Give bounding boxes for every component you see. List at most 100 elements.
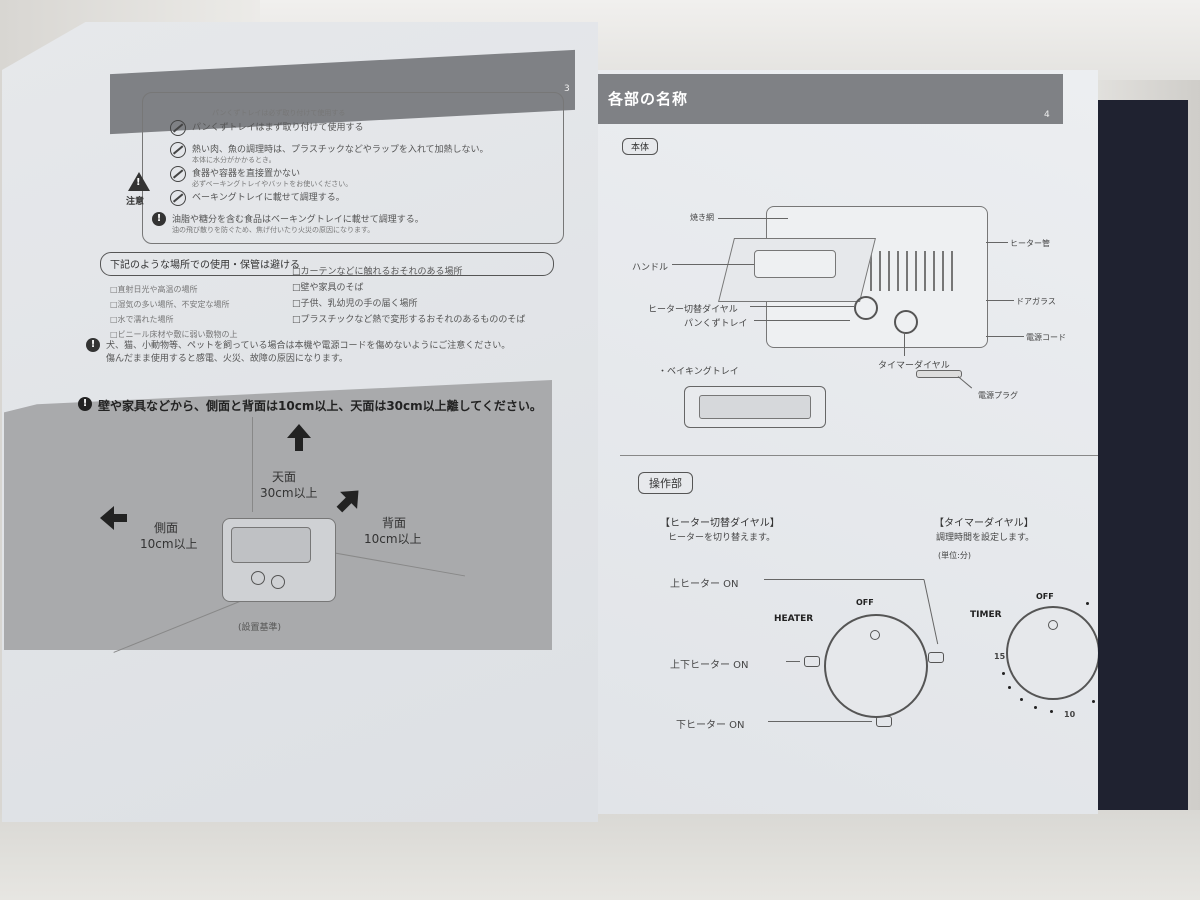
timer-tick bbox=[1008, 686, 1011, 689]
avoid-item: □湿気の多い場所、不安定な場所 bbox=[110, 300, 230, 309]
heater-section-desc: ヒーターを切り替えます。 bbox=[668, 533, 776, 543]
prohibition-icon bbox=[170, 120, 186, 136]
timer-mark-15: 15 bbox=[994, 652, 1006, 661]
part-label-plug: 電源プラグ bbox=[978, 391, 1018, 400]
avoid-item: □水で濡れた場所 bbox=[110, 315, 174, 324]
heater-knob-icon bbox=[854, 296, 878, 320]
exclamation-icon: ! bbox=[86, 338, 100, 352]
heater-dial-label: HEATER bbox=[774, 614, 814, 624]
prohibition-icon bbox=[170, 142, 186, 158]
exclamation-icon: ! bbox=[152, 212, 166, 226]
background-foam-bottom bbox=[0, 810, 1200, 900]
part-label-grill: 焼き網 bbox=[690, 213, 714, 222]
heater-bottom-on: 下ヒーター ON bbox=[676, 720, 745, 731]
part-label-handle: ハンドル bbox=[632, 263, 669, 273]
baking-tray-illustration bbox=[684, 386, 826, 428]
pet-note-text: 犬、猫、小動物等、ペットを飼っている場合は本機や電源コードを傷めないようにご注意… bbox=[106, 341, 511, 351]
heater-dial-indicator bbox=[870, 630, 880, 640]
caution-label: 注意 bbox=[126, 197, 145, 207]
timer-tick bbox=[1020, 698, 1023, 701]
warnings-box bbox=[142, 92, 564, 244]
timer-dial-off: OFF bbox=[1036, 592, 1054, 601]
page-title: 各部の名称 bbox=[608, 90, 689, 108]
leader-line bbox=[986, 242, 1008, 243]
section-divider bbox=[620, 455, 1098, 456]
pet-note: ! 犬、猫、小動物等、ペットを飼っている場合は本機や電源コードを傷めないようにご… bbox=[86, 338, 510, 364]
back-value: 10cm以上 bbox=[364, 532, 422, 546]
timer-dial[interactable] bbox=[1006, 606, 1098, 700]
leader-line bbox=[718, 218, 788, 219]
leader-line bbox=[764, 579, 924, 580]
warning-text: 食器や容器を直接置かない bbox=[192, 169, 301, 179]
right-page-header-bar: 各部の名称 4 bbox=[598, 74, 1063, 124]
leader-line bbox=[986, 336, 1024, 337]
warning-item-2: 熱い肉、魚の調理時は、プラスチックなどやラップを入れて加熱しない。 本体に水分が… bbox=[170, 142, 489, 165]
heater-section-title: 【ヒーター切替ダイヤル】 bbox=[660, 518, 780, 529]
top-value: 30cm以上 bbox=[260, 486, 318, 500]
manual-right-page: 各部の名称 4 本体 焼き網 ヒーター管 ハンドル ドアガラス ヒーター切替ダイ… bbox=[598, 70, 1098, 814]
clearance-title-row: ! 壁や家具などから、側面と背面は10cm以上、天面は30cm以上離してください… bbox=[78, 397, 542, 414]
oven-handle bbox=[754, 250, 836, 278]
avoid-list-left: □直射日光や高温の場所 □湿気の多い場所、不安定な場所 □水で濡れた場所 □ビニ… bbox=[110, 282, 238, 342]
heater-dial[interactable] bbox=[824, 614, 928, 718]
right-page-number: 4 bbox=[1044, 110, 1050, 120]
timer-unit: (単位:分) bbox=[938, 551, 971, 560]
timer-knob-icon bbox=[894, 310, 918, 334]
arrow-up-icon bbox=[287, 424, 311, 438]
avoid-item: □壁や家具のそば bbox=[292, 283, 364, 293]
warning-subtext: 本体に水分がかかるとき。 bbox=[192, 156, 276, 164]
avoid-list-right: □カーテンなどに触れるおそれのある場所 □壁や家具のそば □子供、乳幼児の手の届… bbox=[292, 264, 525, 328]
leader-line bbox=[786, 661, 800, 662]
heater-top-on: 上ヒーター ON bbox=[670, 579, 739, 590]
caution-mark: ! bbox=[136, 177, 141, 188]
pet-note-text: 傷んだまま使用すると感電、火災、故障の原因になります。 bbox=[106, 354, 348, 364]
timer-section-title: 【タイマーダイヤル】 bbox=[934, 518, 1034, 529]
leader-line bbox=[923, 579, 939, 645]
avoid-item: □直射日光や高温の場所 bbox=[110, 285, 198, 294]
wall-corner-line bbox=[252, 417, 253, 512]
warning-item-1: パンくずトレイはまず取り付けて使用する bbox=[170, 120, 363, 136]
part-label-cord: 電源コード bbox=[1026, 333, 1066, 342]
leader-line bbox=[754, 320, 850, 321]
avoid-item: □ビニール床材や敷に弱い敷物の上 bbox=[110, 330, 238, 339]
leader-line bbox=[750, 306, 854, 307]
left-page-number: 3 bbox=[564, 84, 570, 94]
part-label-timer-dial: タイマーダイヤル bbox=[878, 361, 950, 371]
timer-section-desc: 調理時間を設定します。 bbox=[936, 533, 1035, 543]
part-label-baking-tray: ・ベイキングトレイ bbox=[658, 367, 739, 377]
leader-line bbox=[904, 332, 905, 356]
oven-knob-icon bbox=[271, 575, 285, 589]
warning-item-5: ! 油脂や糖分を含む食品はベーキングトレイに載せて調理する。 油の飛び散りを防ぐ… bbox=[152, 212, 424, 235]
prohibition-icon bbox=[170, 190, 186, 206]
warning-item-4: ベーキングトレイに載せて調理する。 bbox=[170, 190, 345, 206]
exclamation-icon: ! bbox=[78, 397, 92, 411]
heater-dial-off: OFF bbox=[856, 598, 874, 607]
timer-tick bbox=[1002, 672, 1005, 675]
avoid-item: □カーテンなどに触れるおそれのある場所 bbox=[292, 267, 463, 277]
leader-line bbox=[957, 376, 973, 389]
avoid-item: □子供、乳幼児の手の届く場所 bbox=[292, 299, 418, 309]
timer-tick bbox=[1034, 706, 1037, 709]
caution-triangle-icon bbox=[128, 172, 150, 191]
warning-text: 熱い肉、魚の調理時は、プラスチックなどやラップを入れて加熱しない。 bbox=[192, 145, 489, 155]
heater-top-symbol bbox=[928, 652, 944, 663]
part-label-heater-dial: ヒーター切替ダイヤル bbox=[648, 305, 738, 315]
avoid-title-box bbox=[100, 252, 554, 276]
body-section-tag: 本体 bbox=[622, 138, 659, 155]
timer-tick bbox=[1050, 710, 1053, 713]
side-value: 10cm以上 bbox=[140, 537, 198, 551]
prohibition-icon bbox=[170, 166, 186, 182]
timer-dial-indicator bbox=[1048, 620, 1058, 630]
oven-knob-icon bbox=[251, 571, 265, 585]
diagram-caption: (設置基準) bbox=[238, 623, 282, 633]
leader-line bbox=[986, 300, 1014, 301]
part-label-door-glass: ドアガラス bbox=[1016, 297, 1056, 306]
warning-subtext: 必ずベーキングトレイやバットをお使いください。 bbox=[192, 180, 353, 188]
side-label: 側面 bbox=[154, 521, 179, 535]
warning-subtext: 油の飛び散りを防ぐため、焦げ付いたり火災の原因になります。 bbox=[172, 226, 375, 234]
clearance-title: 壁や家具などから、側面と背面は10cm以上、天面は30cm以上離してください。 bbox=[98, 399, 542, 413]
manual-left-page: 3 パンくずトレイは必ず取り付けて使用する パンくずトレイはまず取り付けて使用す… bbox=[2, 22, 598, 822]
heater-both-symbol bbox=[804, 656, 820, 667]
warning-text: パンくずトレイはまず取り付けて使用する bbox=[192, 123, 364, 133]
leader-line bbox=[768, 721, 872, 722]
